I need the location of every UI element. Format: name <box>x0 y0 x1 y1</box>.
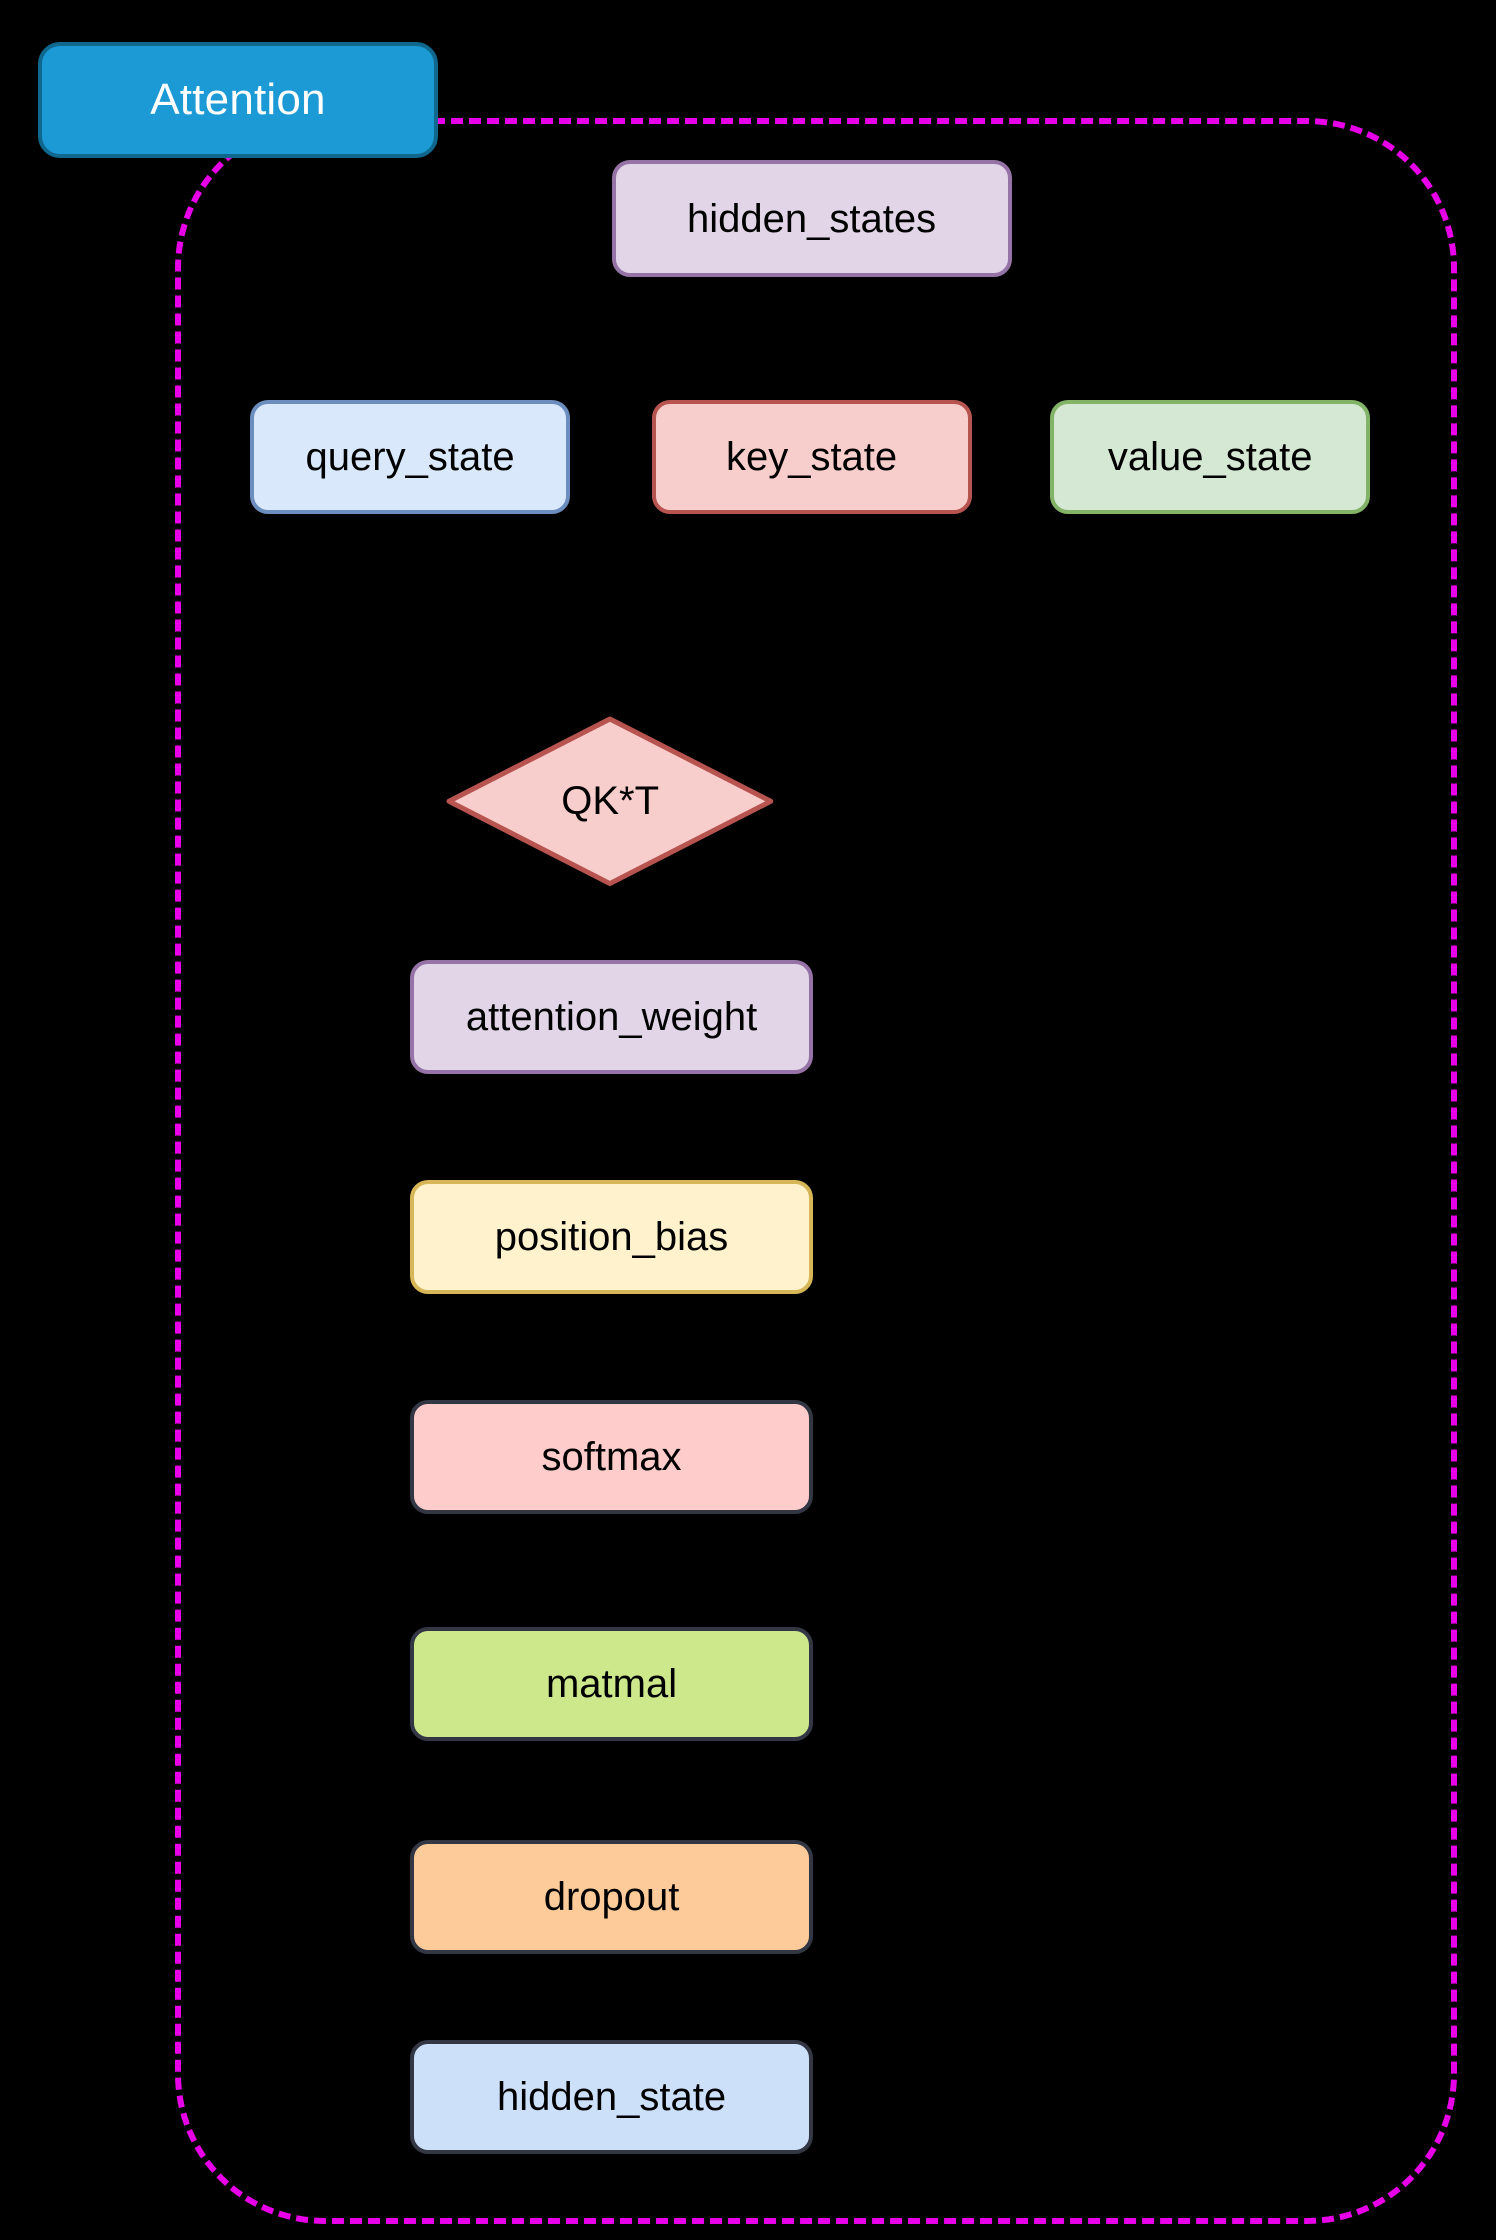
node-label: softmax <box>541 1435 682 1480</box>
node-dropout[interactable]: dropout <box>410 1840 813 1955</box>
node-query-state[interactable]: query_state <box>250 400 571 515</box>
node-label: key_state <box>725 435 898 480</box>
node-label: value_state <box>1107 435 1313 480</box>
node-label: matmal <box>545 1662 678 1707</box>
node-label: hidden_state <box>496 2075 727 2120</box>
node-label: dropout <box>543 1875 680 1920</box>
node-hidden-states[interactable]: hidden_states <box>611 160 1012 278</box>
node-matmal[interactable]: matmal <box>410 1627 813 1742</box>
node-qkt[interactable]: QK*T <box>446 716 774 887</box>
node-label: QK*T <box>561 778 659 823</box>
attention-group-outline <box>175 118 1457 2224</box>
node-attention-weight[interactable]: attention_weight <box>410 960 813 1075</box>
node-value-state[interactable]: value_state <box>1050 400 1371 515</box>
node-position-bias[interactable]: position_bias <box>410 1180 813 1295</box>
node-label: hidden_states <box>687 196 937 241</box>
node-label: attention_weight <box>465 995 758 1040</box>
attention-group-title[interactable]: Attention <box>38 42 438 158</box>
node-hidden-state[interactable]: hidden_state <box>410 2040 813 2155</box>
rhombus-shape <box>446 716 774 887</box>
node-key-state[interactable]: key_state <box>651 400 972 515</box>
node-label: query_state <box>305 435 515 480</box>
node-label: position_bias <box>494 1215 729 1260</box>
node-softmax[interactable]: softmax <box>410 1400 813 1515</box>
